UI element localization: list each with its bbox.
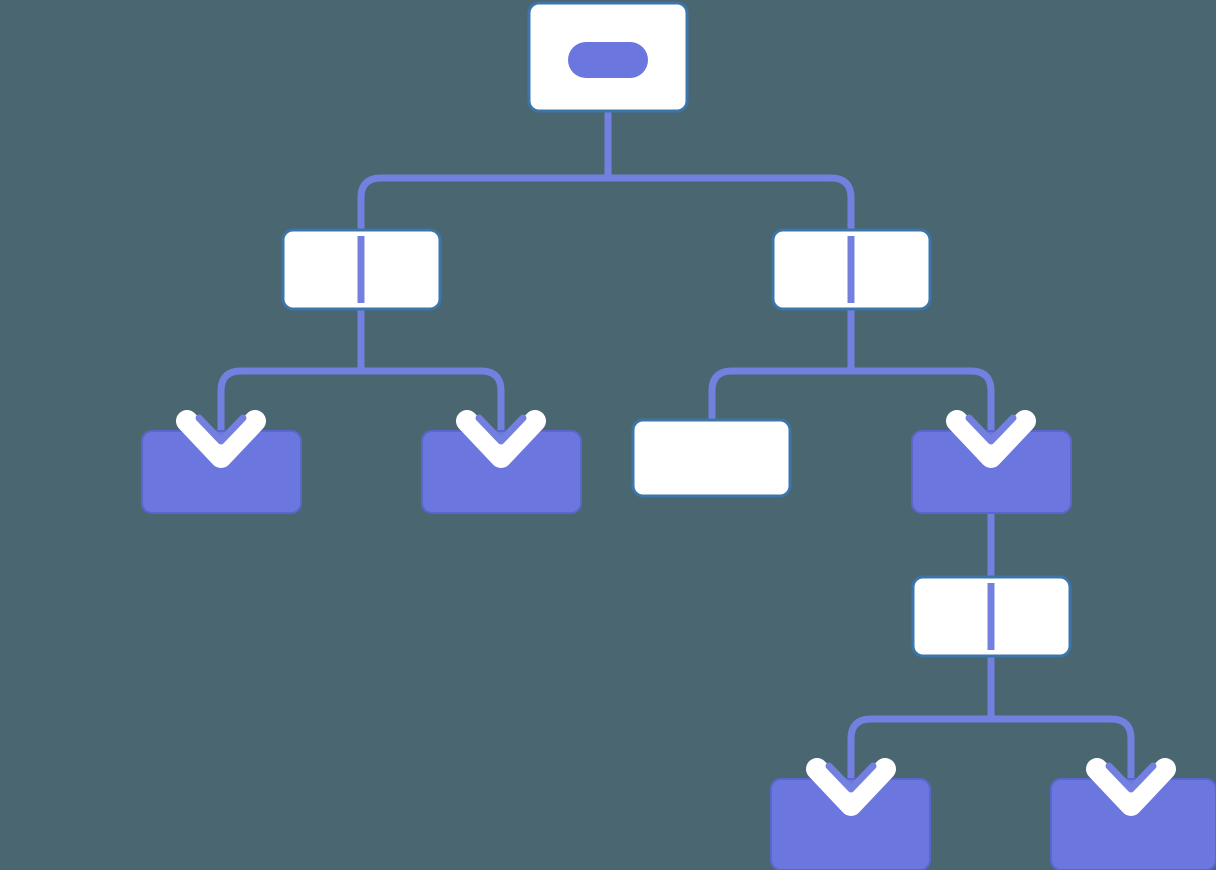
arrow-l4-b-icon: [1086, 758, 1176, 816]
arrow-head: [1105, 762, 1157, 793]
edge-bus1-left: [357, 174, 608, 230]
arrow-halo: [176, 410, 266, 468]
node-shape-purple: [141, 430, 302, 514]
edge-bus4-b: [991, 715, 1135, 784]
connector-overlines: [357, 236, 995, 650]
edge-bus3-d: [851, 367, 995, 436]
connector-edges: [217, 42, 1135, 784]
arrow-markers: [176, 410, 1176, 816]
arrow-halo: [946, 410, 1036, 468]
node-shape-purple: [421, 430, 582, 514]
arrow-halo: [1086, 758, 1176, 816]
arrow-head: [475, 414, 527, 445]
node-l4-b[interactable]: [1050, 778, 1216, 870]
node-shape-purple: [770, 778, 931, 870]
arrow-halo: [806, 758, 896, 816]
edge-bus2-b: [361, 367, 505, 436]
arrow-head: [195, 414, 247, 445]
node-root[interactable]: [527, 1, 689, 113]
node-shape-white: [631, 418, 792, 498]
node-l2-b[interactable]: [421, 430, 582, 514]
node-shape-purple: [1050, 778, 1216, 870]
node-l2-d[interactable]: [911, 430, 1072, 514]
arrow-l4-a-icon: [806, 758, 896, 816]
node-shape-purple: [911, 430, 1072, 514]
arrow-halo: [456, 410, 546, 468]
arrow-l2-d-icon: [946, 410, 1036, 468]
edge-bus1-right: [608, 174, 855, 230]
node-pill-badge: [568, 42, 648, 78]
arrow-head: [825, 762, 877, 793]
edge-bus4-a: [847, 715, 991, 784]
arrow-head: [965, 414, 1017, 445]
node-l2-a[interactable]: [141, 430, 302, 514]
node-l2-c[interactable]: [631, 418, 792, 498]
node-l4-a[interactable]: [770, 778, 931, 870]
edge-bus2-a: [217, 367, 361, 436]
arrow-l2-a-icon: [176, 410, 266, 468]
arrow-l2-b-icon: [456, 410, 546, 468]
edge-bus3-c: [708, 367, 851, 420]
